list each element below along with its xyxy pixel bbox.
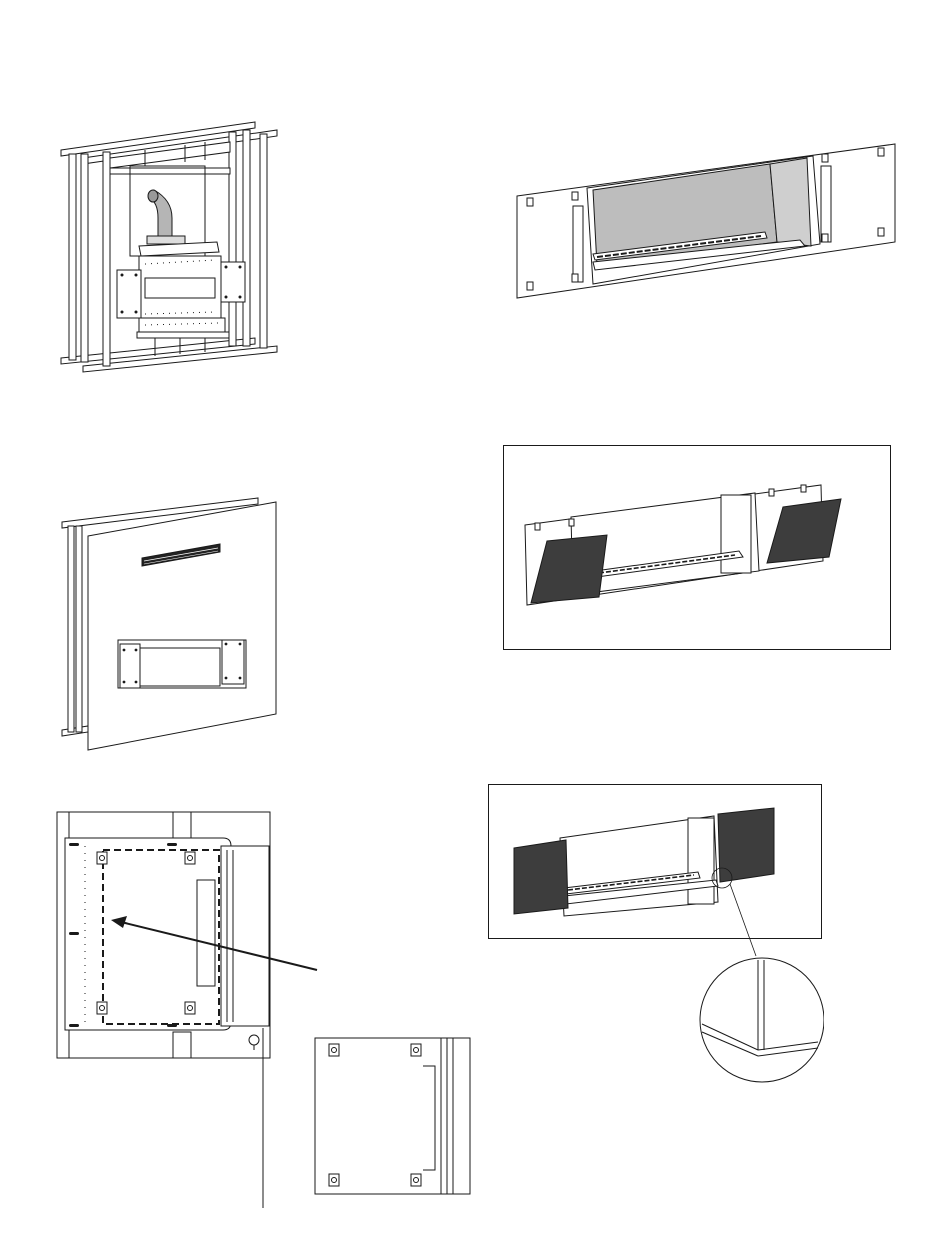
template-detail-figure — [55, 810, 475, 1210]
board-covered-framing-figure — [58, 494, 280, 752]
side-panels-installed-figure — [488, 784, 824, 1084]
firebox-front-view-figure — [515, 142, 900, 302]
framing-with-engine-figure — [55, 118, 285, 380]
side-panels-tilted-figure — [503, 445, 893, 651]
